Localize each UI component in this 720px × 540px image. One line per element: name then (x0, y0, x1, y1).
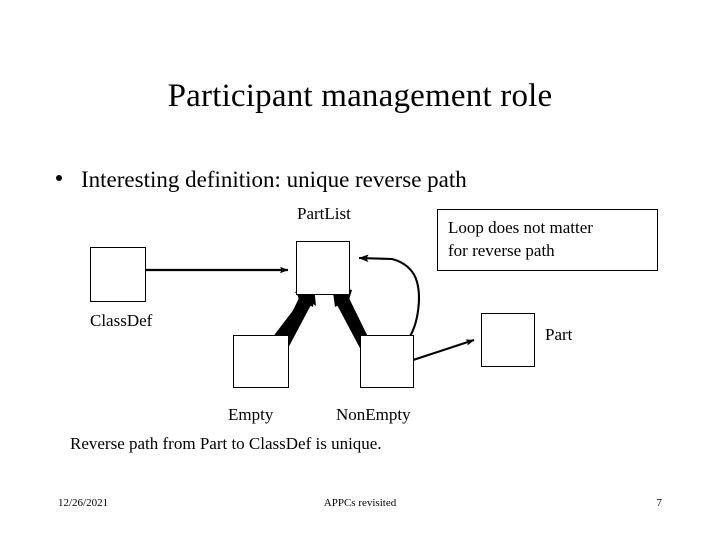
slide-footer: 12/26/2021 APPCs revisited 7 (0, 495, 720, 511)
node-label-nonempty: NonEmpty (336, 405, 411, 424)
node-box-empty[interactable] (233, 335, 289, 388)
node-label-empty: Empty (228, 405, 274, 424)
callout-line-2: for reverse path (448, 241, 555, 260)
node-box-partlist[interactable] (296, 241, 350, 295)
bullet-item: Interesting definition: unique reverse p… (56, 166, 676, 194)
footer-page-number: 7 (656, 497, 663, 509)
node-box-classdef[interactable] (90, 247, 146, 302)
callout-note: Loop does not matter for reverse path (437, 209, 658, 271)
edge-nonempty-loop-to-partlist (358, 254, 420, 339)
footer-title: APPCs revisited (323, 497, 397, 509)
node-box-part[interactable] (481, 313, 535, 367)
edge-nonempty-to-part (406, 339, 475, 363)
node-box-nonempty[interactable] (360, 335, 414, 388)
node-label-partlist: PartList (297, 204, 351, 223)
callout-line-1: Loop does not matter (448, 218, 593, 237)
diagram-caption: Reverse path from Part to ClassDef is un… (70, 434, 382, 453)
page-title: Participant management role (167, 78, 553, 114)
bullet-item-label: Interesting definition: unique reverse p… (81, 167, 467, 192)
node-label-part: Part (545, 325, 573, 344)
node-label-classdef: ClassDef (90, 311, 153, 330)
footer-date: 12/26/2021 (58, 497, 109, 509)
bullet-dot-icon (56, 175, 62, 181)
